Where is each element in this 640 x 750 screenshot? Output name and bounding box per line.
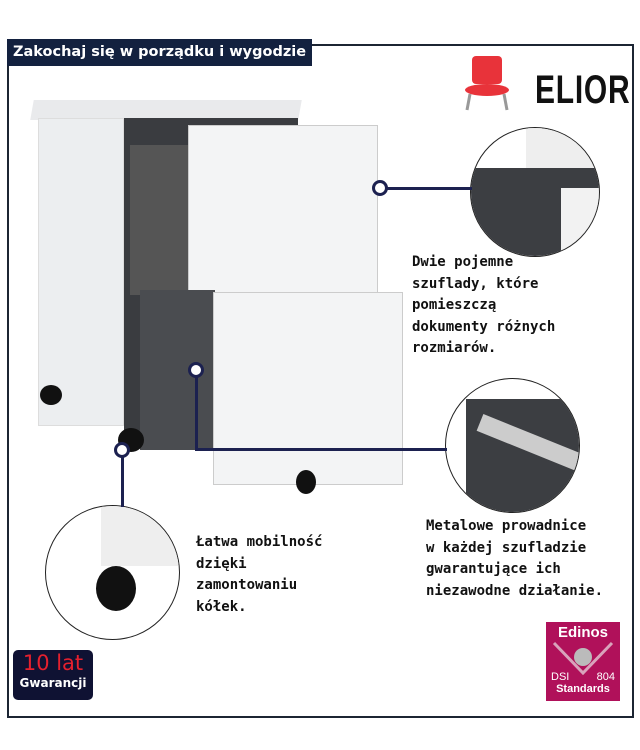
drawer-detail-image xyxy=(470,127,600,257)
callout-dot xyxy=(114,442,130,458)
headline: Zakochaj się w porządku i wygodzie xyxy=(7,39,313,66)
wheel-detail-image xyxy=(45,505,180,640)
warranty-badge: 10 lat Gwarancji xyxy=(13,650,93,700)
chair-logo-icon xyxy=(465,56,509,111)
frame xyxy=(7,44,634,718)
brand-logo: ELIOR xyxy=(535,68,631,112)
callout-dot xyxy=(188,362,204,378)
callout-dot xyxy=(372,180,388,196)
certificate-mark-icon xyxy=(552,641,614,676)
runner-detail-image xyxy=(445,378,580,513)
